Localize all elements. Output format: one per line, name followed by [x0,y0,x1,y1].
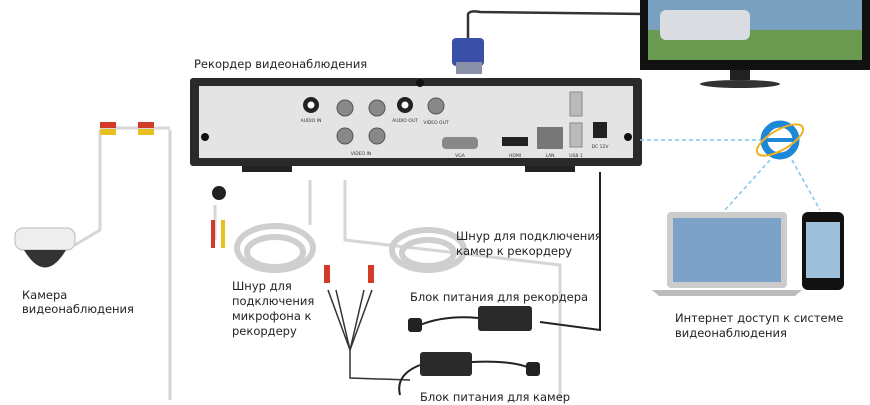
cables [74,126,562,400]
smartphone-icon [802,212,844,290]
internet-label-line: Интернет доступ к системе [675,311,844,325]
camera-psu-icon [398,352,540,396]
rca-plugs-icon [324,265,374,283]
recorder-psu-icon [408,306,532,332]
usb-port [569,122,583,148]
internet-explorer-icon [755,120,805,160]
port-label: LAN [545,153,554,159]
microphone-icon [211,186,226,248]
camera-psu-label: Блок питания для камер [420,390,571,404]
mic-cable-coil-icon [234,223,316,273]
mic-cable-label-line: микрофона к [232,309,312,323]
splitter-cable-icon [327,289,411,381]
camera-label-line: видеонаблюдения [22,302,134,316]
mic-cable-label-line: Шнур для [232,279,292,293]
dvr-recorder: AUDIO IN VIDEO IN AUDIO OUT VIDEO OUT VG… [190,78,642,172]
laptop-icon [652,212,802,296]
vga-connector-icon [452,38,484,74]
port-label: VIDEO OUT [423,120,449,126]
dc-port [593,122,607,138]
dashed-links [640,139,821,211]
video-in-ports [336,99,386,145]
port-label: AUDIO IN [301,118,322,124]
camera-cable-label-line: Шнур для подключения [456,229,602,243]
port-label: AUDIO OUT [392,118,418,124]
port-label: DC 12V [592,144,610,150]
mic-cable-label-line: рекордеру [232,324,297,338]
recorder-psu-label: Блок питания для рекордера [410,290,589,304]
camera-cable-coil-icon [389,227,467,273]
port-label: VGA [455,153,466,159]
monitor-icon [640,0,870,88]
video-out-port [427,97,445,115]
port-label: VIDEO IN [351,151,371,157]
mic-cable-label-line: подключения [232,294,315,308]
camera-cable-label-line: камер к рекордеру [456,244,573,258]
audio-in-port [303,97,319,113]
port-label: USB 1 [569,153,583,159]
camera-label-line: Камера [22,288,68,302]
dome-camera-icon [14,227,76,268]
vga-port [442,137,478,149]
vga-cable [466,10,651,38]
usb-port [569,91,583,117]
rca-plugs-icon [100,122,154,135]
internet-label-line: видеонаблюдения [675,326,787,340]
recorder-power-cable [539,172,601,332]
recorder-label: Рекордер видеонаблюдения [194,57,368,71]
port-label: HDMI [509,153,521,159]
hdmi-port [502,137,528,146]
audio-out-port [397,97,413,113]
lan-port [537,127,563,149]
